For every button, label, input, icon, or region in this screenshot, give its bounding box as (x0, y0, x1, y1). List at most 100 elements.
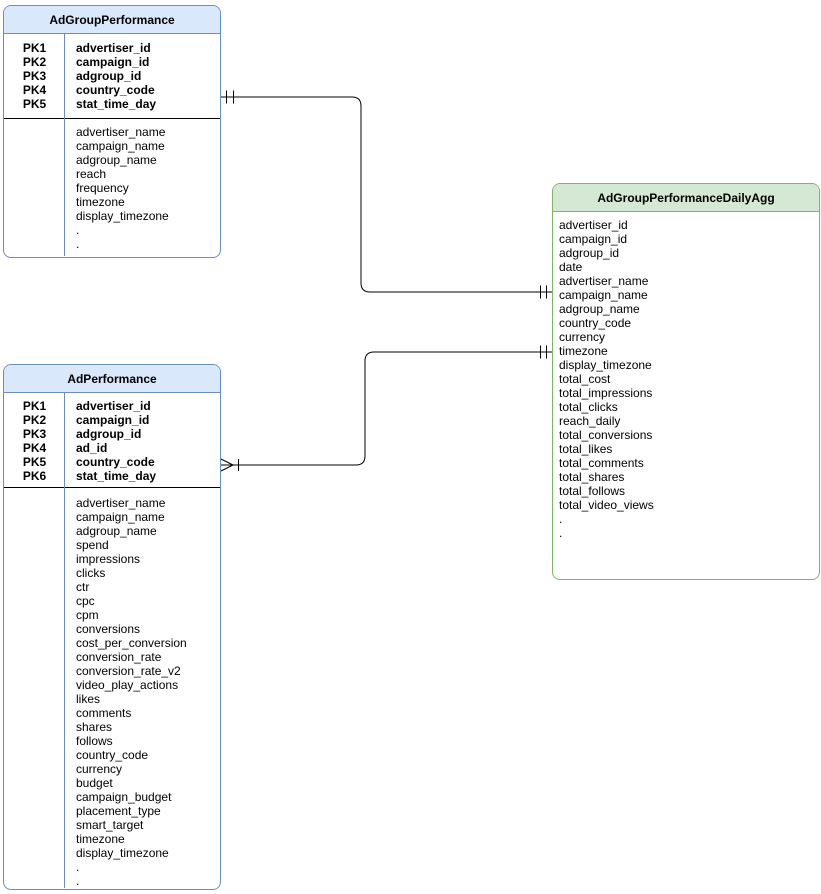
field-row: video_play_actions (4, 678, 220, 692)
pk-field-name: campaign_id (76, 413, 150, 427)
pk-label: PK6 (22, 469, 47, 483)
field-row: conversion_rate (4, 650, 220, 664)
relationship-line[interactable] (221, 351, 552, 466)
field-name: currency (76, 762, 123, 776)
entity-title: AdGroupPerformanceDailyAgg (553, 184, 819, 212)
pk-field-name: country_code (76, 83, 155, 97)
field-name: cpc (76, 594, 95, 608)
field-name: likes (76, 692, 101, 706)
pk-cell-empty (4, 209, 65, 223)
field-name: currency (559, 330, 606, 344)
pk-cell-empty (4, 664, 65, 678)
pk-cell-empty (4, 874, 65, 888)
field-row: currency (553, 330, 819, 344)
field-row: reach_daily (553, 414, 819, 428)
pk-column-divider (64, 34, 65, 256)
field-section: advertiser_name campaign_name adgroup_na… (4, 119, 220, 257)
pk-cell-empty (4, 125, 65, 139)
pk-label: PK1 (22, 41, 47, 55)
field-row: total_conversions (553, 428, 819, 442)
relationship-adperformance-dailyagg[interactable] (220, 345, 552, 472)
field-name: country_code (559, 316, 632, 330)
pk-row: PK4 ad_id (4, 441, 220, 455)
pk-cell-empty (4, 692, 65, 706)
field-row: campaign_name (553, 288, 819, 302)
pk-field-name: ad_id (76, 441, 108, 455)
field-name: comments (76, 706, 132, 720)
pk-cell-empty (4, 195, 65, 209)
field-row: campaign_name (4, 510, 220, 524)
field-name: . (76, 860, 80, 874)
field-row: advertiser_id (553, 218, 819, 232)
pk-field-name: advertiser_id (76, 399, 151, 413)
pk-label: PK1 (22, 399, 47, 413)
field-row: placement_type (4, 804, 220, 818)
primary-key-section: PK1 advertiser_id PK2 campaign_id PK3 ad… (4, 34, 220, 118)
field-name: impressions (76, 552, 141, 566)
relationship-line[interactable] (221, 96, 552, 293)
section-divider (4, 118, 220, 119)
pk-cell-empty (4, 720, 65, 734)
field-row: timezone (4, 832, 220, 846)
field-row: impressions (4, 552, 220, 566)
pk-field-name: advertiser_id (76, 41, 151, 55)
pk-label: PK4 (22, 441, 47, 455)
pk-label: PK3 (22, 69, 47, 83)
field-row: smart_target (4, 818, 220, 832)
pk-cell-empty (4, 804, 65, 818)
pk-row: PK3 adgroup_id (4, 69, 220, 83)
field-row: total_clicks (553, 400, 819, 414)
pk-field-name: adgroup_id (76, 427, 142, 441)
primary-key-section: PK1 advertiser_id PK2 campaign_id PK3 ad… (4, 393, 220, 487)
pk-cell-empty (4, 608, 65, 622)
field-name: frequency (76, 181, 129, 195)
pk-cell-empty (4, 139, 65, 153)
field-name: display_timezone (559, 358, 652, 372)
field-name: reach (76, 167, 107, 181)
pk-row: PK5 country_code (4, 455, 220, 469)
field-row: . (4, 223, 220, 237)
field-name: timezone (76, 832, 125, 846)
field-row: . (553, 512, 819, 526)
field-name: total_conversions (559, 428, 653, 442)
pk-label: PK5 (22, 97, 47, 111)
pk-row: PK6 stat_time_day (4, 469, 220, 483)
field-row: campaign_id (553, 232, 819, 246)
field-row: country_code (4, 748, 220, 762)
field-row: display_timezone (553, 358, 819, 372)
field-name: display_timezone (76, 846, 169, 860)
pk-cell-empty (4, 622, 65, 636)
pk-label: PK4 (22, 83, 47, 97)
field-row: comments (4, 706, 220, 720)
field-row: display_timezone (4, 846, 220, 860)
pk-row: PK5 stat_time_day (4, 97, 220, 111)
field-row: . (4, 860, 220, 874)
pk-cell-empty (4, 846, 65, 860)
field-name: campaign_name (76, 510, 165, 524)
field-row: total_impressions (553, 386, 819, 400)
entity-body: PK1 advertiser_id PK2 campaign_id PK3 ad… (4, 34, 220, 256)
field-row: . (4, 237, 220, 251)
field-name: clicks (76, 566, 106, 580)
relationship-adgroupperformance-dailyagg[interactable] (221, 90, 552, 299)
field-name: shares (76, 720, 113, 734)
pk-label: PK5 (22, 455, 47, 469)
pk-cell-empty (4, 762, 65, 776)
field-section: advertiser_name campaign_name adgroup_na… (4, 488, 220, 889)
field-name: cpm (76, 608, 99, 622)
pk-cell-empty (4, 594, 65, 608)
field-row: ctr (4, 580, 220, 594)
field-name: conversion_rate_v2 (76, 664, 181, 678)
pk-field-name: campaign_id (76, 55, 150, 69)
entity-table-adgroupperformancedailyagg[interactable]: AdGroupPerformanceDailyAgg advertiser_id… (552, 183, 820, 580)
pk-cell-empty (4, 832, 65, 846)
entity-table-adgroupperformance[interactable]: AdGroupPerformance PK1 advertiser_id PK2… (3, 5, 221, 258)
entity-table-adperformance[interactable]: AdPerformance PK1 advertiser_id PK2 camp… (3, 364, 221, 890)
entity-title: AdGroupPerformance (4, 6, 220, 34)
field-name: campaign_id (559, 232, 628, 246)
field-row: date (553, 260, 819, 274)
field-name: total_shares (559, 470, 625, 484)
field-name: conversions (76, 622, 141, 636)
pk-cell-empty (4, 538, 65, 552)
